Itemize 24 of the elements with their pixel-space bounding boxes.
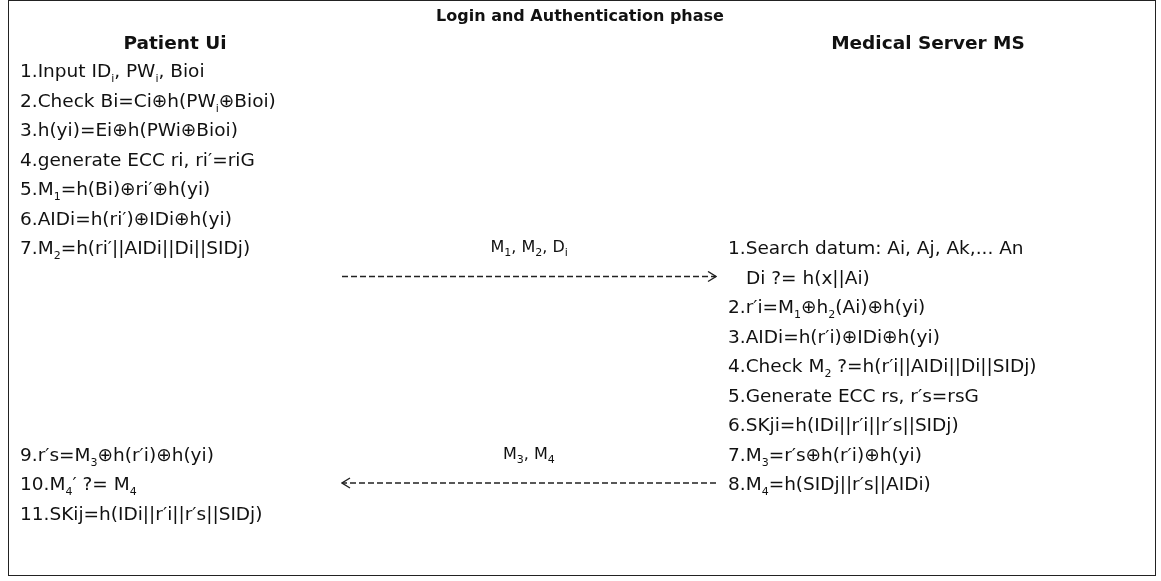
message-arrow: [341, 270, 717, 283]
protocol-step: 3.AIDi=h(r′i)⊕IDi⊕h(yi): [728, 325, 940, 348]
diagram-title: Login and Authentication phase: [435, 6, 725, 25]
protocol-step: 6.AIDi=h(ri′)⊕IDi⊕h(yi): [20, 207, 232, 230]
protocol-step: 6.SKji=h(IDi||r′i||r′s||SIDj): [728, 414, 959, 436]
protocol-step: 4.generate ECC ri, ri′=riG: [20, 148, 255, 171]
protocol-step: 7.M$_{2}$=h(ri′||AIDi||Di||SIDj): [20, 237, 251, 267]
protocol-step: 5.Generate ECC rs, r′s=rsG: [728, 384, 979, 407]
protocol-step: 3.h(yi)=Ei⊕h(PWi⊕Bioi): [20, 119, 238, 141]
message-arrow: [341, 477, 717, 489]
protocol-step: 9.r′s=M$_{3}$⊕h(r′i)⊕h(yi): [20, 443, 214, 474]
protocol-step: 1.Input ID$_{i}$, PW$_{i}$, Bioi: [20, 60, 205, 90]
protocol-step: 8.M$_{4}$=h(SIDj||r′s||AIDi): [728, 473, 931, 503]
protocol-step: 7.M$_{3}$=r′s⊕h(r′i)⊕h(yi): [728, 443, 922, 474]
protocol-step: 1.Search datum: Ai, Aj, Ak,... An: [728, 237, 1024, 259]
protocol-step: Di ?= h(x||Ai): [746, 266, 870, 289]
protocol-step: 2.r′i=M$_{1}$⊕h$_{2}$(Ai)⊕h(yi): [728, 296, 926, 326]
protocol-step: 10.M$_{4}$′ ?= M$_{4}$: [20, 473, 137, 503]
protocol-step: 4.Check M$_{2}$ ?=h(r′i||AIDi||Di||SIDj): [728, 355, 1037, 385]
protocol-step: 2.Check Bi=Ci⊕h(PW$_{i}$⊕Bioi): [20, 89, 276, 120]
protocol-step: 5.M$_{1}$=h(Bi)⊕ri′⊕h(yi): [20, 178, 211, 208]
party-heading: Patient Ui: [122, 32, 228, 54]
protocol-step: 11.SKij=h(IDi||r′i||r′s||SIDj): [20, 502, 263, 525]
party-heading: Medical Server MS: [830, 32, 1026, 54]
